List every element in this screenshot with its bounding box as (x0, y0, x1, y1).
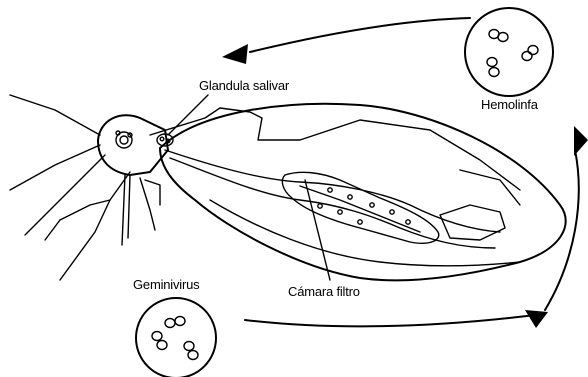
geminivirus-circle (136, 298, 216, 377)
leg-front-upper (10, 145, 100, 190)
stylet-2 (128, 175, 130, 238)
stylet (122, 175, 125, 245)
leg-mid (60, 172, 130, 220)
abdomen-segment-2 (460, 170, 520, 205)
antenna-top (10, 95, 100, 135)
label-camara-filtro: Cámara filtro (288, 284, 360, 299)
arrow-bottom-curve (245, 315, 535, 326)
abdomen-outline (160, 104, 566, 280)
insect-head (98, 115, 173, 245)
gut-tube-inner (170, 158, 495, 248)
abdomen-segment-1 (440, 205, 505, 240)
arrow-hemolinfa-curve (250, 18, 470, 52)
head-outline (98, 115, 168, 175)
label-glandula-salivar: Glandula salivar (199, 78, 290, 93)
label-hemolinfa: Hemolinfa (481, 97, 539, 112)
leg-mid-2 (60, 200, 110, 280)
arrow-right-curve (545, 150, 579, 310)
arrow-hemolinfa-head (222, 44, 248, 64)
insect-legs (10, 95, 160, 280)
hemolinfa-circle (465, 8, 553, 96)
leg-front-lower (25, 155, 105, 235)
insect-body (150, 104, 566, 280)
arrow-right-head (574, 126, 588, 156)
leg-rear (140, 178, 155, 230)
label-geminivirus: Geminivirus (133, 277, 200, 292)
arrow-bottom-head (525, 310, 548, 328)
eye-center (120, 136, 128, 144)
leg-left-short (45, 220, 60, 240)
filter-chamber-inner (300, 186, 420, 232)
